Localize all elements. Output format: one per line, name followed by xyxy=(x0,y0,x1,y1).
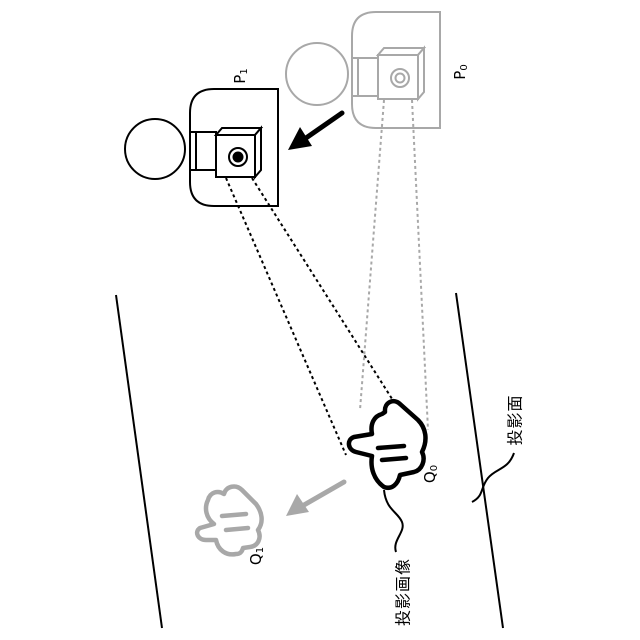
q0-hand-outline xyxy=(349,401,426,488)
p0-lens-inner xyxy=(396,74,405,83)
p1-projector-top xyxy=(216,128,261,135)
p0-cone-right xyxy=(412,100,428,430)
surface-right-edge xyxy=(456,293,503,628)
p0-mount xyxy=(352,58,378,96)
label-projected-image: 投影画像 xyxy=(394,558,413,626)
projector-unit-p0 xyxy=(286,12,440,128)
label-q0: Q0 xyxy=(421,465,441,483)
hand-image-q1 xyxy=(197,487,262,555)
surface-left-edge xyxy=(116,295,162,628)
p0-projector-side xyxy=(418,48,424,99)
p1-lens-inner xyxy=(234,153,243,162)
projection-cone-p0 xyxy=(360,100,428,430)
arrow-shaft xyxy=(306,113,342,138)
label-p1: P1 xyxy=(231,68,251,83)
q1-hand-outline xyxy=(197,487,262,555)
p0-cone-left xyxy=(360,100,384,410)
q0-finger-line-1 xyxy=(378,446,404,448)
p1-cone-left xyxy=(226,178,346,455)
hand-image-q0 xyxy=(349,401,426,488)
p0-projector-top xyxy=(378,48,424,55)
image-move-arrow xyxy=(286,482,344,516)
p1-projector-side xyxy=(255,128,261,177)
gray-arrow-shaft xyxy=(304,482,344,505)
projector-move-arrow xyxy=(288,113,342,150)
q1-finger-line-2 xyxy=(226,528,248,530)
label-projection-surface: 投影面 xyxy=(506,394,525,445)
projector-unit-p1 xyxy=(125,89,278,206)
label-p0: P0 xyxy=(451,64,471,79)
p0-head xyxy=(286,43,348,105)
projection-surface-leader xyxy=(472,453,514,502)
p1-mount xyxy=(190,132,216,170)
q1-finger-line-1 xyxy=(222,514,246,516)
q0-finger-line-2 xyxy=(382,458,406,460)
label-q1: Q1 xyxy=(247,547,267,565)
p1-head xyxy=(125,119,185,179)
projected-image-leader xyxy=(384,490,403,552)
projection-surface xyxy=(116,293,503,628)
